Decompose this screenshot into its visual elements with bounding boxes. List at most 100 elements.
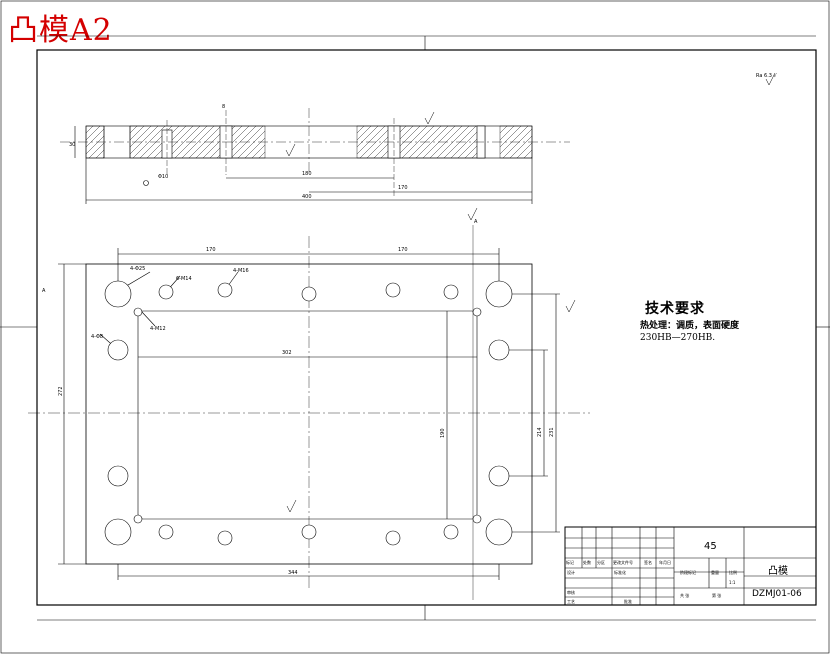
hatch-line [356, 125, 365, 134]
hatch-line [499, 125, 508, 134]
tb-process: 工艺 [567, 599, 575, 604]
roughness-marks [285, 72, 776, 513]
hatch-line [523, 149, 533, 159]
hatch-line [356, 125, 386, 155]
hatch-line [516, 142, 533, 159]
hole-small [443, 524, 459, 540]
pin-hole [133, 514, 143, 524]
hatch-line [85, 125, 101, 141]
tb-standardize: 标准化 [614, 570, 626, 575]
hole-big [485, 518, 513, 546]
dim-190: 190 [440, 428, 446, 438]
tb-stage-mark: 阶段标记 [680, 570, 696, 575]
hole-big [485, 280, 513, 308]
dim-left-170: 170 [206, 247, 216, 253]
tb-check: 审核 [567, 590, 575, 595]
hatch-line [129, 125, 145, 141]
hatch-line [85, 125, 94, 134]
hatch-line [244, 137, 266, 159]
plan-dim-texts: 170 170 272 302 190 214 231 344 4-Φ25 6-… [42, 219, 555, 576]
hatch-line [499, 125, 529, 155]
dim-400: 400 [302, 194, 312, 200]
dim-302: 302 [282, 350, 292, 356]
dim-272: 272 [58, 386, 64, 396]
tb-scale-value: 1:1 [729, 580, 736, 585]
hatch-line [502, 128, 533, 159]
note-4-d8: 4-Φ8 [91, 334, 103, 340]
dim-pin: Φ10 [158, 174, 168, 180]
hatch-line [415, 125, 449, 159]
tb-approve: 批准 [624, 599, 632, 604]
note-6-m14: 6-M14 [176, 276, 192, 282]
hatch-line [251, 144, 266, 159]
hatch-line [258, 151, 266, 159]
hatch-line [509, 135, 533, 159]
hole-mid [488, 465, 510, 487]
tb-weight: 重量 [711, 570, 719, 575]
tb-label-doc: 更改文件号 [613, 560, 633, 565]
hatch-line [167, 125, 201, 159]
tb-sheets-total: 共 张 [680, 593, 690, 598]
hatch-line [95, 149, 105, 159]
hatch-line [499, 125, 522, 148]
dim-180: 180 [302, 171, 312, 177]
hole-small [385, 530, 401, 546]
hole-small [217, 530, 233, 546]
sheet-title: 凸模A2 [8, 13, 113, 48]
dim-170-section: 170 [398, 185, 408, 191]
part-name: 凸模 [768, 566, 788, 577]
note-4-m12: 4-M12 [150, 326, 166, 332]
title-block-lines [564, 526, 817, 606]
dim-thickness: 30 [69, 142, 75, 148]
tech-requirements-line2: 230HB—270HB. [640, 333, 716, 343]
tb-label-zone: 分区 [597, 560, 605, 565]
hole-small [158, 524, 174, 540]
hole-big [104, 518, 132, 546]
hatch-line [356, 125, 372, 141]
hole-small [301, 524, 317, 540]
hatch-line [88, 142, 105, 159]
hatch-line [129, 125, 138, 134]
hole-mid [107, 339, 129, 361]
hatch-line [237, 130, 266, 159]
note-4-d25: 4-Φ25 [130, 266, 145, 272]
holes [104, 280, 513, 546]
hatch-line [129, 125, 152, 148]
tb-label-date: 年月日 [659, 560, 671, 565]
note-4-m16: 4-M16 [233, 268, 249, 274]
tb-design: 设计 [567, 570, 575, 575]
hole-small [301, 286, 317, 302]
pin-hole [133, 307, 143, 317]
hatch-line [530, 156, 533, 159]
hole-small [217, 282, 233, 298]
tb-scale: 比例 [729, 570, 737, 575]
hatch-line [181, 125, 215, 159]
hatch-line [85, 135, 105, 155]
hatch-line [356, 125, 379, 148]
hatch-line [129, 125, 159, 155]
dim-344: 344 [288, 570, 298, 576]
dim-right-170: 170 [398, 247, 408, 253]
tech-requirements-title: 技术要求 [645, 301, 705, 317]
tech-requirements-line1: 热处理：调质，表面硬度 [640, 321, 740, 331]
pin-hole [472, 514, 482, 524]
dim-231: 231 [549, 427, 555, 437]
hole-mid [488, 339, 510, 361]
section-view [60, 108, 570, 204]
section-mark-a: A [42, 288, 46, 294]
hatch-line [132, 125, 166, 159]
section-mark-a-top: A [474, 219, 478, 225]
tb-label-sign: 签名 [644, 560, 652, 565]
pin-hole [472, 307, 482, 317]
hatch-line [499, 125, 515, 141]
global-roughness: Ra 6.3 √ [756, 73, 777, 79]
tb-label-mark: 标记 [566, 560, 574, 565]
drawing-number: DZMJ01-06 [752, 589, 802, 599]
tb-label-count: 处数 [583, 560, 591, 565]
hole-small [158, 284, 174, 300]
hole-small [385, 282, 401, 298]
hatch-line [401, 125, 435, 159]
hole-mid [107, 465, 129, 487]
